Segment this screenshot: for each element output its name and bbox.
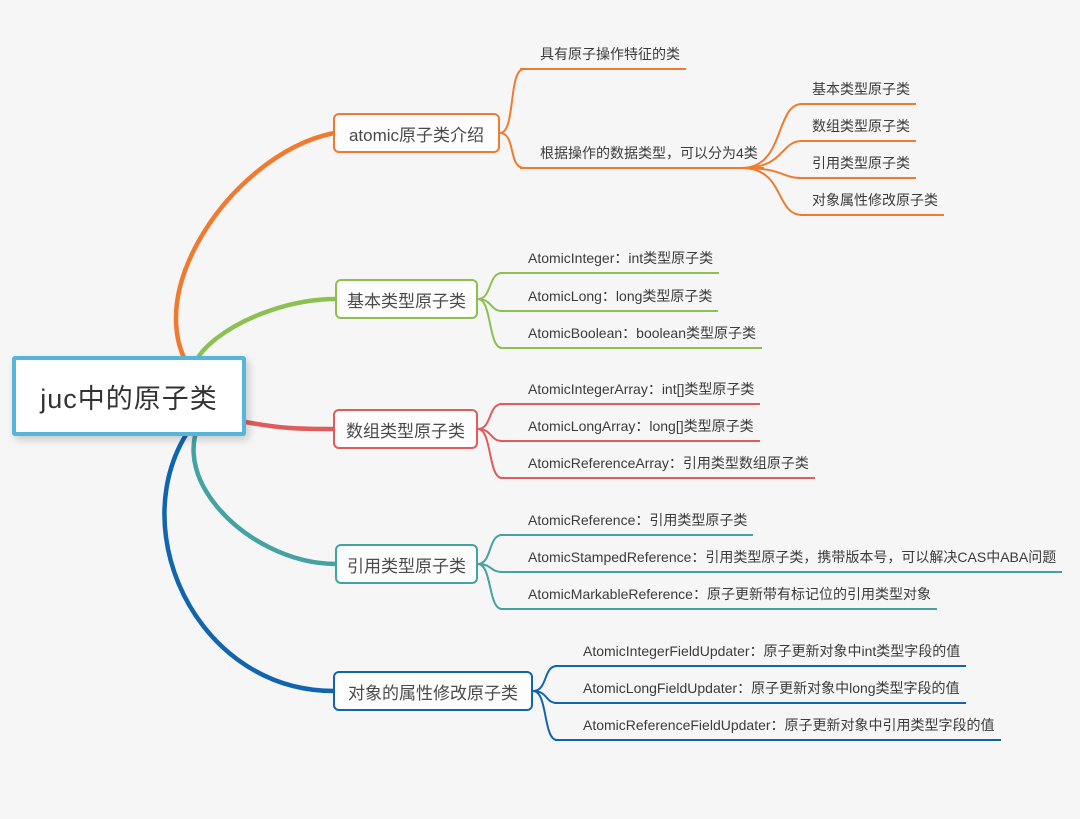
connector-basic-3 [477,298,503,349]
subtopic-category-array[interactable]: 数组类型原子类 [800,117,916,142]
connector-root-field-updater [162,402,337,694]
branch-topic-label: 基本类型原子类 [347,291,466,311]
connector-ref-3 [477,563,503,610]
connector-category-1 [741,103,803,169]
subtopic-four-categories[interactable]: 根据操作的数据类型，可以分为4类 [520,144,764,169]
branch-topic-label: atomic原子类介绍 [348,125,485,145]
branch-topic-field-updater[interactable]: 对象的属性修改原子类 [333,671,533,711]
subtopic-atomic-feature[interactable]: 具有原子操作特征的类 [520,45,686,70]
branch-topic-reference-types[interactable]: 引用类型原子类 [335,544,478,584]
subtopic-category-basic[interactable]: 基本类型原子类 [800,80,916,105]
subtopic-category-reference[interactable]: 引用类型原子类 [800,154,916,179]
subtopic-category-field[interactable]: 对象属性修改原子类 [800,191,944,216]
subtopic-atomic-long-array[interactable]: AtomicLongArray：long[]类型原子类 [500,417,760,442]
subtopic-atomic-integer[interactable]: AtomicInteger：int类型原子类 [500,249,720,274]
connector-updater-3 [532,690,558,741]
connector-intro-child-1 [499,68,525,134]
connector-array-1 [477,403,503,430]
branch-topic-basic-types[interactable]: 基本类型原子类 [335,279,478,319]
branch-topic-label: 对象的属性修改原子类 [348,683,518,703]
branch-topic-array-types[interactable]: 数组类型原子类 [333,409,478,449]
connector-ref-1 [477,534,503,565]
subtopic-atomic-stamped-reference[interactable]: AtomicStampedReference：引用类型原子类，携带版本号，可以解… [500,548,1063,573]
root-topic-label: juc中的原子类 [40,383,218,414]
subtopic-atomic-integer-field-updater[interactable]: AtomicIntegerFieldUpdater：原子更新对象中int类型字段… [555,642,967,667]
root-topic[interactable]: juc中的原子类 [12,356,246,436]
subtopic-atomic-long[interactable]: AtomicLong：long类型原子类 [500,287,719,312]
branch-topic-label: 数组类型原子类 [346,421,465,441]
subtopic-atomic-reference-array[interactable]: AtomicReferenceArray：引用类型数组原子类 [500,454,815,479]
subtopic-atomic-integer-array[interactable]: AtomicIntegerArray：int[]类型原子类 [500,380,761,405]
branch-topic-atomic-intro[interactable]: atomic原子类介绍 [333,113,500,153]
branch-topic-label: 引用类型原子类 [347,556,466,576]
connector-basic-1 [477,272,503,300]
subtopic-atomic-markable-reference[interactable]: AtomicMarkableReference：原子更新带有标记位的引用类型对象 [500,585,937,610]
connector-root-array-types [232,417,337,432]
connector-category-4 [741,167,803,216]
subtopic-atomic-reference-field-updater[interactable]: AtomicReferenceFieldUpdater：原子更新对象中引用类型字… [555,716,1001,741]
connector-updater-1 [532,665,558,692]
subtopic-atomic-boolean[interactable]: AtomicBoolean：boolean类型原子类 [500,324,762,349]
subtopic-atomic-long-field-updater[interactable]: AtomicLongFieldUpdater：原子更新对象中long类型字段的值 [555,679,966,704]
connector-array-3 [477,428,503,479]
subtopic-atomic-reference[interactable]: AtomicReference：引用类型原子类 [500,511,754,536]
connector-intro-child-2 [499,132,525,169]
